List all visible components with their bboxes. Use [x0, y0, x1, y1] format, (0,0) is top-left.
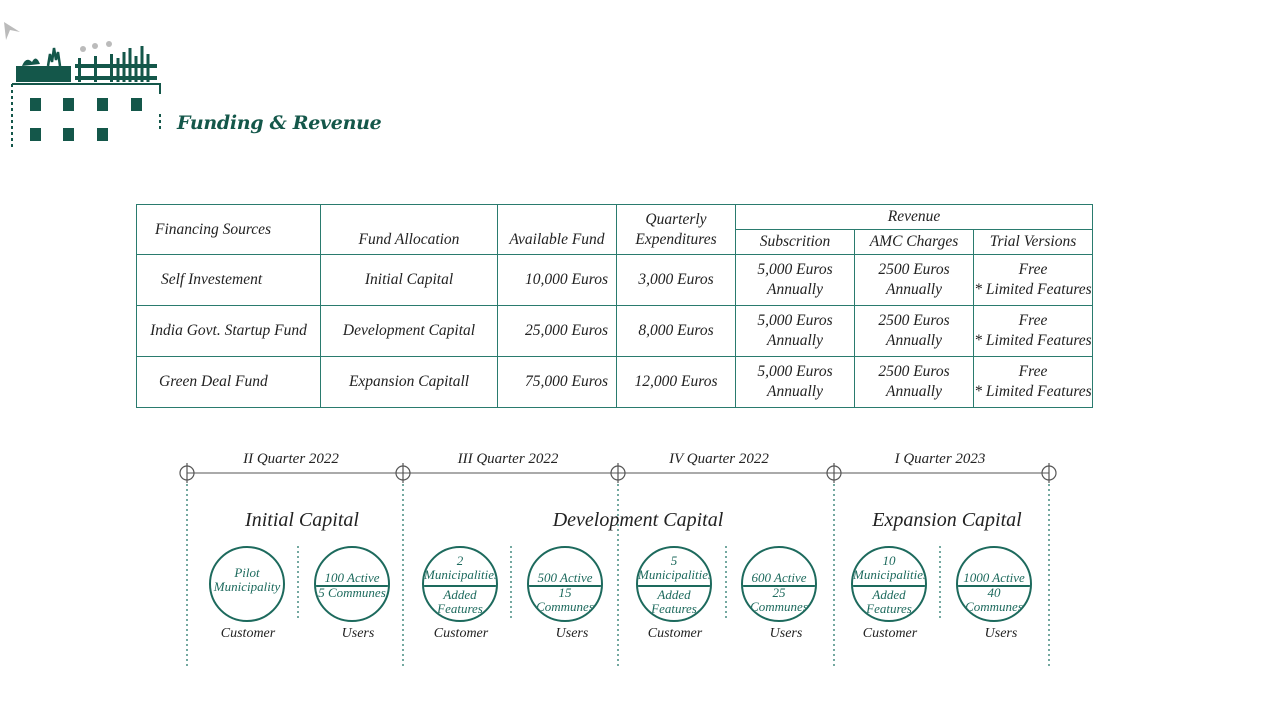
customer-label: Customer — [647, 626, 703, 641]
users-circle: 100 Active 5 Communes — [314, 546, 390, 622]
header-quarterly-expenditures: Quarterly Expenditures — [616, 204, 736, 255]
customer-circle: 2 Municipalities Added Features — [422, 546, 498, 622]
cell-trial: Free* Limited Features — [973, 254, 1093, 306]
users-label: Users — [769, 626, 803, 641]
cell-trial: Free* Limited Features — [973, 305, 1093, 357]
phase-title: Development Capital — [552, 509, 724, 531]
cell-quarterly: 8,000 Euros — [616, 305, 736, 357]
table-row: Green Deal Fund Expansion Capitall 75,00… — [136, 356, 1093, 408]
cell-trial: Free* Limited Features — [973, 356, 1093, 408]
phase-title: Initial Capital — [245, 509, 359, 531]
quarter-label: III Quarter 2022 — [457, 451, 559, 467]
header-amc-charges: AMC Charges — [854, 229, 974, 255]
funding-timeline: II Quarter 2022 III Quarter 2022 IV Quar… — [0, 440, 1280, 680]
customer-circle: Pilot Municipality — [209, 546, 285, 622]
customer-circle: 5 Municipalities Added Features — [636, 546, 712, 622]
quarter-label: IV Quarter 2022 — [669, 451, 769, 467]
customer-circle: 10 Municipalities Added Features — [851, 546, 927, 622]
quarter-label: II Quarter 2022 — [243, 451, 339, 467]
cell-source: India Govt. Startup Fund — [136, 305, 321, 357]
customer-label: Customer — [433, 626, 489, 641]
cell-available: 75,000 Euros — [497, 356, 617, 408]
cell-allocation: Development Capital — [320, 305, 498, 357]
table-row: India Govt. Startup Fund Development Cap… — [136, 305, 1093, 357]
users-label: Users — [341, 626, 375, 641]
users-label: Users — [555, 626, 589, 641]
phase-title: Expansion Capital — [872, 509, 1022, 531]
users-circle: 500 Active 15 Communes — [527, 546, 603, 622]
funding-table: Financing Sources Fund Allocation Availa… — [136, 204, 1093, 408]
page-title: Funding & Revenue — [177, 112, 382, 134]
customer-label: Customer — [220, 626, 276, 641]
timeline-lines — [179, 463, 1057, 666]
table-row: Self Investement Initial Capital 10,000 … — [136, 254, 1093, 306]
header-available-fund: Available Fund — [497, 204, 617, 255]
quarter-label: I Quarter 2023 — [894, 451, 986, 467]
cell-source: Self Investement — [136, 254, 321, 306]
customer-label: Customer — [862, 626, 918, 641]
users-circle: 600 Active 25 Communes — [741, 546, 817, 622]
users-circle: 1000 Active 40 Communes — [956, 546, 1032, 622]
cell-quarterly: 3,000 Euros — [616, 254, 736, 306]
garden-building-logo — [4, 22, 161, 148]
header-subscription: Subscrition — [735, 229, 855, 255]
cell-source: Green Deal Fund — [136, 356, 321, 408]
cell-quarterly: 12,000 Euros — [616, 356, 736, 408]
header-revenue: Revenue — [735, 204, 1093, 230]
cell-available: 25,000 Euros — [497, 305, 617, 357]
cell-allocation: Initial Capital — [320, 254, 498, 306]
users-label: Users — [984, 626, 1018, 641]
cell-available: 10,000 Euros — [497, 254, 617, 306]
cell-allocation: Expansion Capitall — [320, 356, 498, 408]
header-financing-sources: Financing Sources — [136, 204, 321, 255]
header-fund-allocation: Fund Allocation — [320, 204, 498, 255]
header-trial-versions: Trial Versions — [973, 229, 1093, 255]
